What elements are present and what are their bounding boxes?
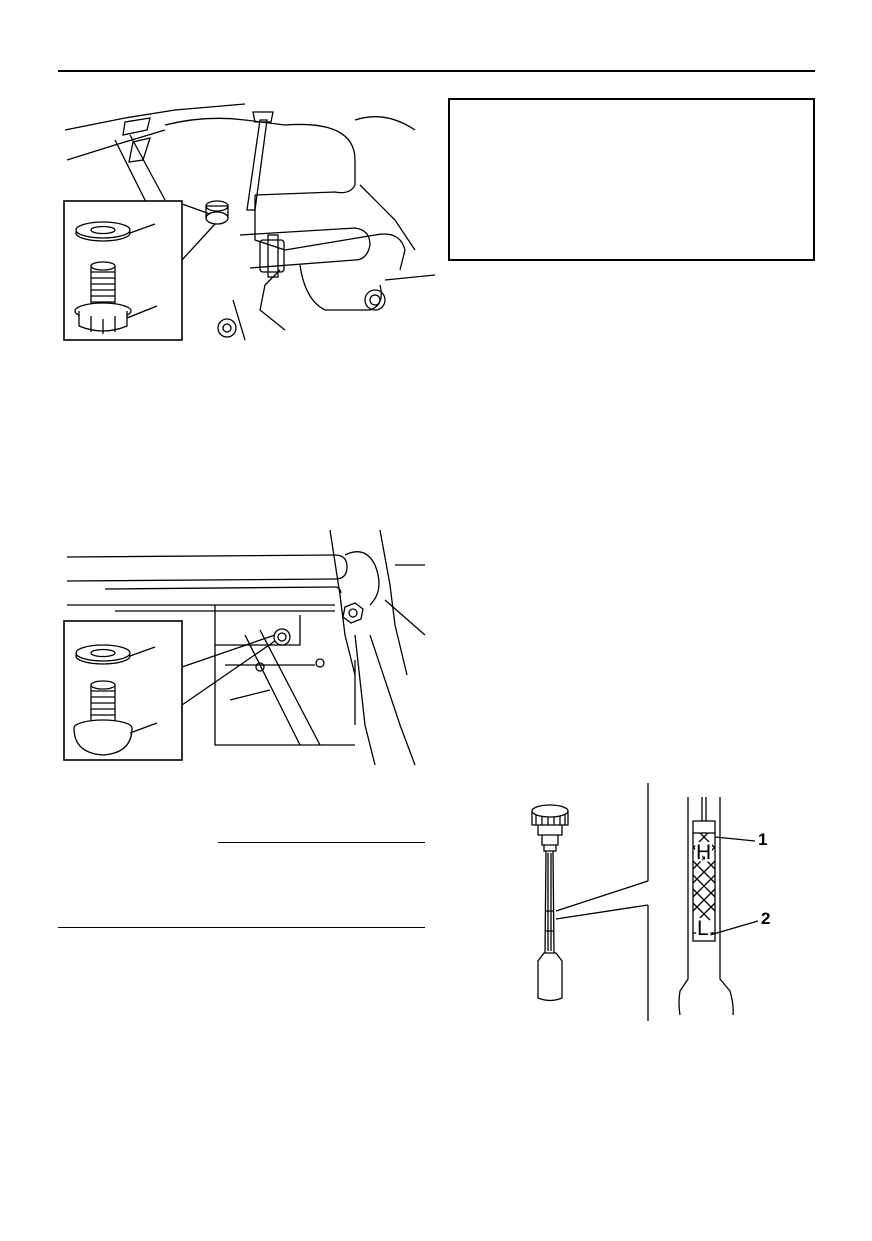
- callout-2: 2: [761, 909, 771, 928]
- section-rule-short: [218, 842, 425, 843]
- dipstick-mark-l: L: [697, 917, 709, 940]
- drain-bolt-figure-bottom: [63, 529, 426, 766]
- section-rule-long: [58, 927, 425, 928]
- note-box: [448, 98, 815, 261]
- dipstick-mark-h: H: [696, 841, 711, 864]
- drain-bolt-figure-top: [63, 103, 436, 341]
- header-rule: [58, 70, 815, 72]
- callout-1: 1: [758, 830, 768, 849]
- dipstick-figure: H L: [531, 783, 759, 1021]
